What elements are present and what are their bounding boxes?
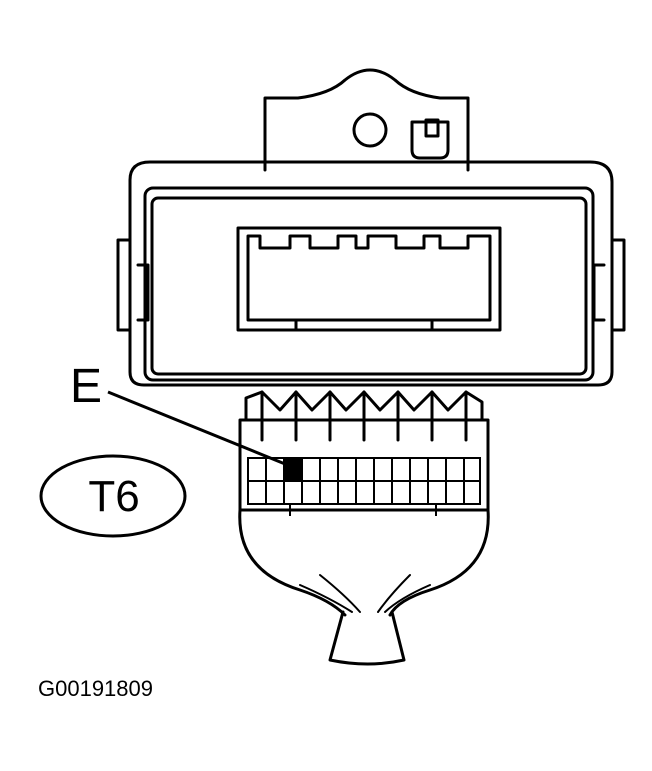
- lock-slot: [410, 120, 450, 160]
- right-latch: [610, 238, 626, 332]
- callout-leader-line: [107, 390, 291, 468]
- connector-badge-label: T6: [88, 472, 140, 521]
- connector-badge-ellipse: [39, 454, 187, 538]
- housing-inner-rim: [143, 186, 595, 382]
- plug-boot: [238, 508, 490, 617]
- terminal-e-highlight: [284, 458, 302, 481]
- figure-code: G00191809: [38, 676, 153, 701]
- callout-letter-e: E: [70, 360, 103, 413]
- connector-housing: [128, 160, 614, 387]
- mounting-tab: [263, 68, 470, 172]
- terminal-grid: [247, 457, 481, 516]
- left-latch: [116, 238, 132, 332]
- wire-bundle: [328, 610, 406, 666]
- socket-opening: [236, 226, 502, 332]
- mounting-hole: [352, 112, 388, 148]
- plug-body: [244, 390, 484, 422]
